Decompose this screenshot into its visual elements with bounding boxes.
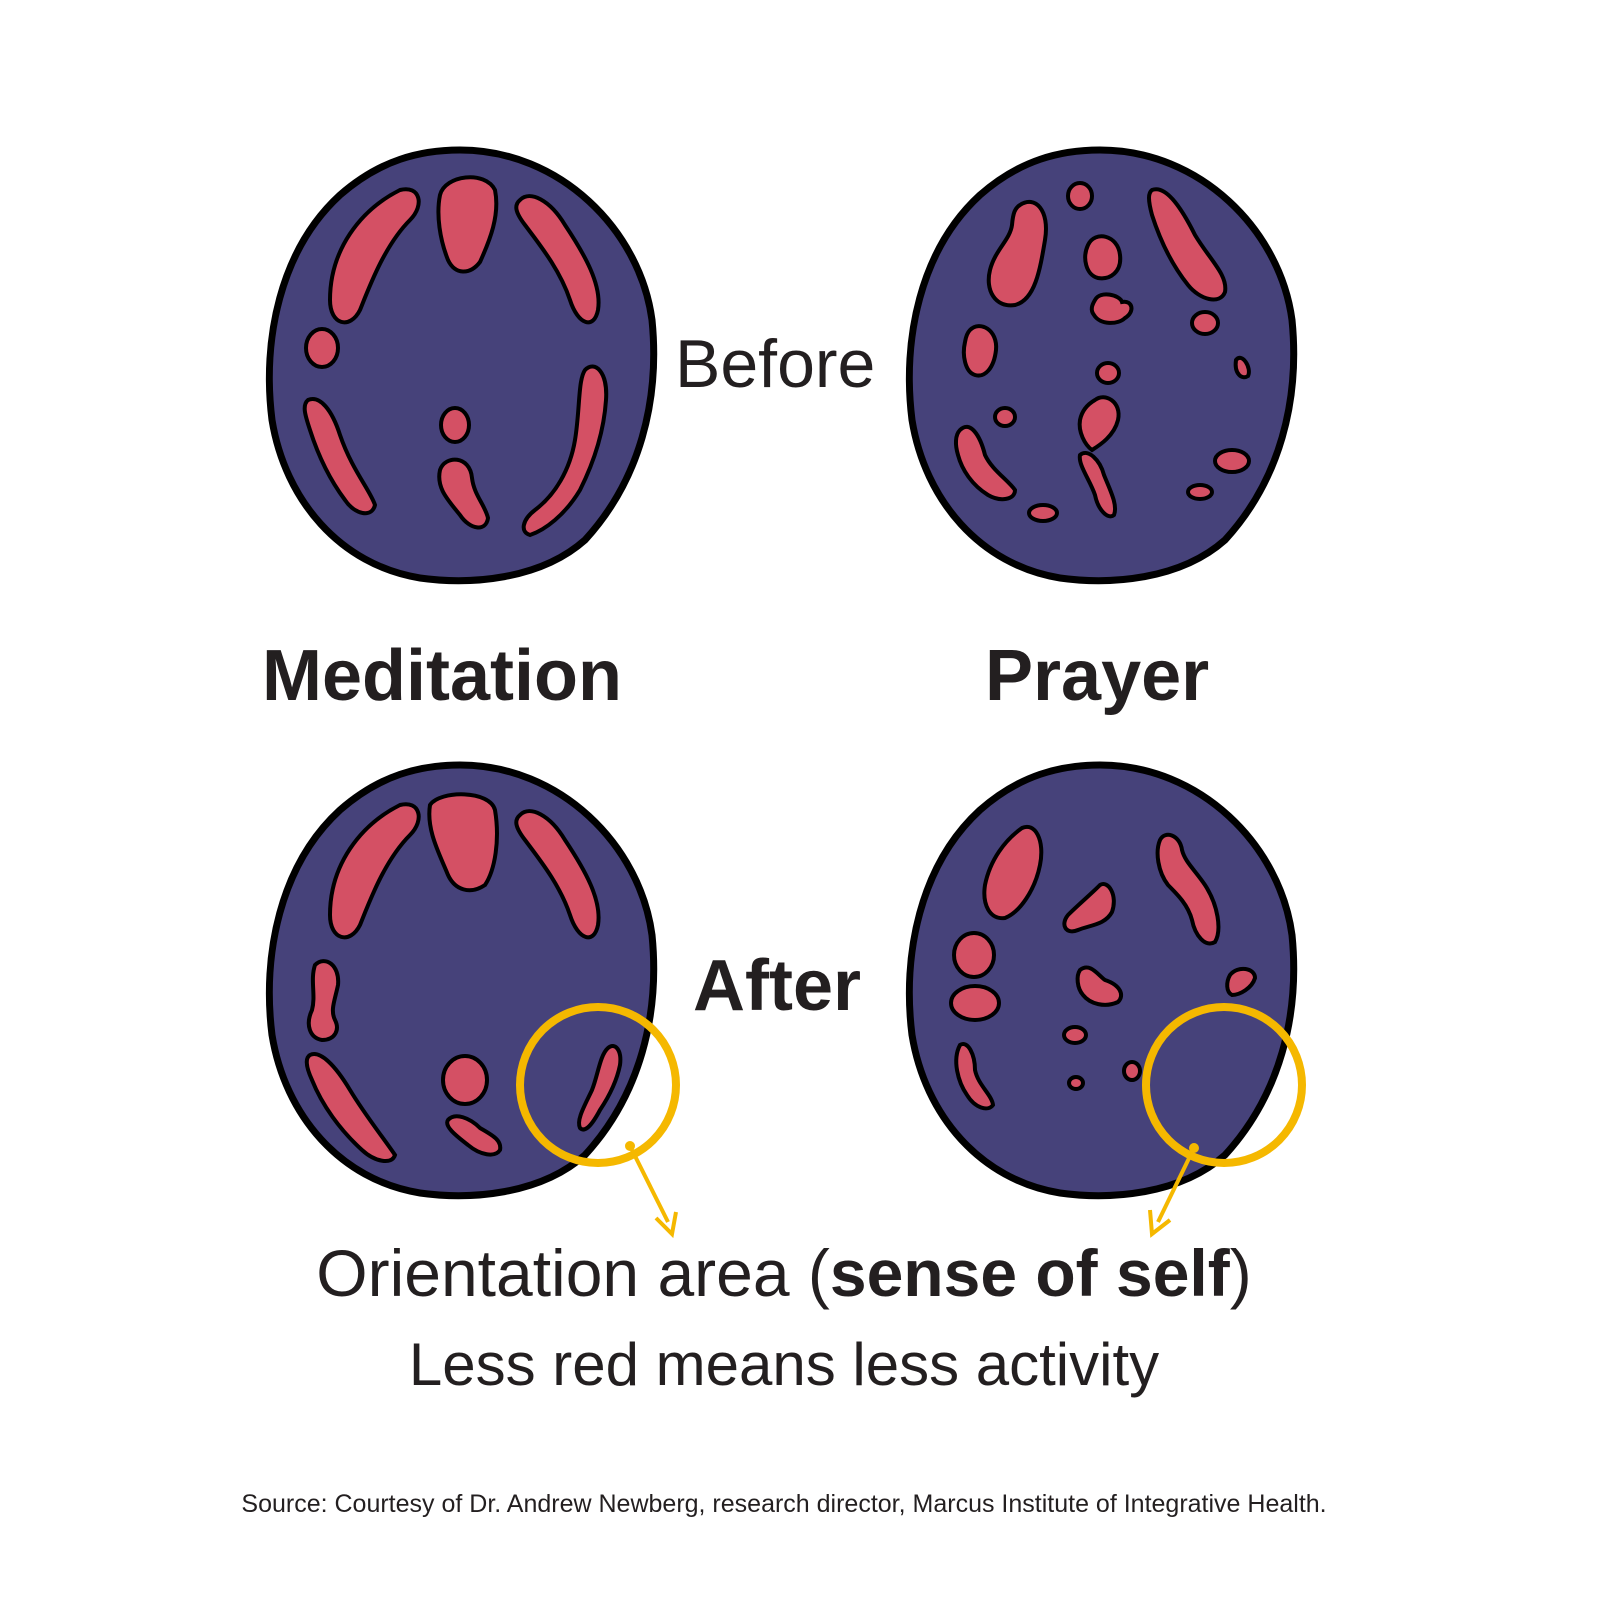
label-before: Before	[675, 326, 876, 402]
activity-regions	[304, 792, 623, 1163]
orientation-area-caption: Orientation area (sense of self)	[0, 1240, 1568, 1306]
brain-scan-prayer-after	[905, 761, 1298, 1200]
pointer-line	[630, 1149, 670, 1223]
pointer-line	[1156, 1147, 1196, 1223]
label-meditation: Meditation	[262, 636, 622, 716]
caption-prefix: Orientation area (	[316, 1236, 830, 1310]
brain-scan-prayer-before	[905, 146, 1298, 585]
caption-bold: sense of self	[829, 1236, 1230, 1310]
highlight-circle	[1142, 1003, 1306, 1167]
activity-regions	[953, 181, 1251, 523]
brain-scan-meditation-before	[265, 146, 658, 585]
activity-regions	[949, 824, 1258, 1111]
source-credit: Source: Courtesy of Dr. Andrew Newberg, …	[241, 1490, 1327, 1518]
brain-scan-meditation-after	[265, 761, 658, 1200]
label-prayer: Prayer	[985, 636, 1210, 716]
orientation-highlight-meditation	[516, 1003, 680, 1239]
label-after: After	[693, 946, 862, 1026]
caption-suffix: )	[1229, 1236, 1252, 1310]
caption-subtitle: Less red means less activity	[408, 1331, 1160, 1398]
orientation-highlight-prayer	[1142, 1003, 1306, 1238]
pointer-arrowhead	[654, 1211, 678, 1239]
pointer-arrowhead	[1148, 1209, 1172, 1238]
activity-regions	[302, 175, 609, 538]
highlight-circle	[516, 1003, 680, 1167]
